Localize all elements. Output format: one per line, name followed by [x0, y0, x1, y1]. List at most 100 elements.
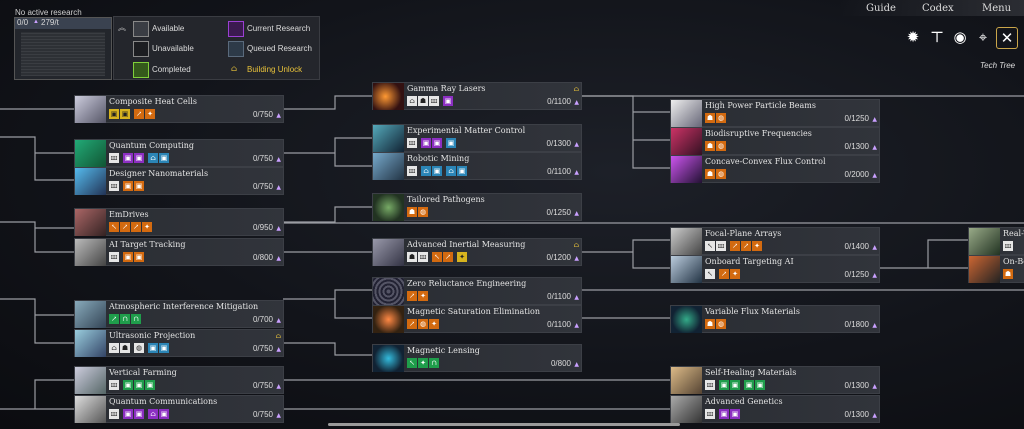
top-nav-bar [840, 0, 1024, 16]
tech-name: Zero Reluctance Engineering [407, 279, 527, 288]
tech-cost: 0/750 [252, 154, 273, 163]
tech-name: Ultrasonic Projection [109, 331, 196, 340]
unlock-icons: ↗∩∩ [109, 314, 145, 325]
tech-node-magnetic-lensing[interactable]: Magnetic Lensing ↖✦∩ 0/800▲ [372, 344, 582, 372]
tech-node-robotic-mining[interactable]: Robotic Mining ш⌂▣⌂▣ 0/1100▲ [372, 152, 582, 180]
tech-thumbnail [373, 153, 404, 180]
tech-node-experimental-matter-control[interactable]: Experimental Matter Control ш▣▣▣ 0/1300▲ [372, 124, 582, 152]
tech-name: Focal-Plane Arrays [705, 229, 782, 238]
collapse-legend-icon[interactable]: ︽ [118, 23, 126, 32]
unlock-icons: ↖↗✦ [705, 269, 744, 280]
tech-node-ai-target-tracking[interactable]: AI Target Tracking ш▣▣ 0/800▲ [74, 238, 284, 266]
tech-node-ultrasonic-projection[interactable]: Ultrasonic Projection ⌂☗◍▣▣ ⌂ 0/750▲ [74, 329, 284, 357]
research-icon: ▲ [872, 144, 877, 151]
unlock-icons: ш▣▣⌂▣ [109, 409, 169, 419]
tech-node-real-t[interactable]: Real-T ш [968, 227, 1024, 255]
guide-link[interactable]: Guide [866, 3, 896, 14]
building-unlock-icon: ⌂ [573, 85, 579, 93]
tech-name: Concave-Convex Flux Control [705, 157, 826, 166]
building-unlock-icon: ⌂ [573, 241, 579, 249]
tech-node-atmospheric-interference[interactable]: Atmospheric Interference Mitigation ↗∩∩ … [74, 300, 284, 328]
research-icon: ▲ [872, 116, 877, 123]
unlock-icons: ⌂☗ш▣ [407, 96, 457, 107]
sun-icon[interactable]: ✹ [906, 28, 920, 46]
tech-node-composite-heat-cells[interactable]: Composite Heat Cells ▣▣↗✦ 0/750▲ [74, 95, 284, 123]
tech-name: Variable Flux Materials [705, 307, 800, 316]
active-research-panel[interactable]: 0/0 ▲ 279/t [14, 17, 112, 80]
tech-node-quantum-communications[interactable]: Quantum Communications ш▣▣⌂▣ 0/750▲ [74, 395, 284, 423]
tech-cost: 0/1100 [547, 167, 571, 176]
codex-link[interactable]: Codex [922, 3, 954, 14]
tech-name: Advanced Genetics [705, 397, 783, 406]
tech-name: Real-T [1003, 229, 1024, 238]
tech-thumbnail [671, 396, 702, 423]
research-status-text: No active research [15, 8, 82, 17]
tech-node-focal-plane-arrays[interactable]: Focal-Plane Arrays ↖ш↗↗✦ 0/1400▲ [670, 227, 880, 255]
tech-node-gamma-ray-lasers[interactable]: Gamma Ray Lasers ⌂☗ш▣ ⌂ 0/1100▲ [372, 82, 582, 110]
research-icon: ▲ [574, 294, 579, 301]
research-icon: ▲ [574, 322, 579, 329]
research-icon: ▲ [574, 99, 579, 106]
tech-thumbnail [671, 228, 702, 255]
tech-name: EmDrives [109, 210, 149, 219]
eye-icon[interactable]: ◉ [953, 28, 967, 46]
tech-name: Experimental Matter Control [407, 126, 526, 135]
tech-legend: ︽ Available Unavailable Completed Curren… [113, 16, 320, 80]
tech-node-on-bo[interactable]: On-Bo ☗ [968, 255, 1024, 283]
unlock-icons: ☗◍ [705, 169, 726, 179]
tech-name: Atmospheric Interference Mitigation [109, 302, 259, 311]
research-icon: ▲ [276, 156, 281, 163]
tech-name: High Power Particle Beams [705, 101, 816, 110]
legend-available-swatch [133, 21, 149, 37]
tech-node-high-power-particle-beams[interactable]: High Power Particle Beams ☗◍ 0/1250▲ [670, 99, 880, 127]
tech-node-designer-nanomaterials[interactable]: Designer Nanomaterials ш▣▣ 0/750▲ [74, 167, 284, 195]
unlock-icons: ☗◍ [705, 141, 726, 151]
hammer-icon[interactable]: ⊤ [929, 28, 945, 46]
unlock-icons: ш▣▣ [109, 252, 144, 262]
tech-node-emdrives[interactable]: EmDrives ↖↗↗✦ 0/950▲ [74, 208, 284, 236]
tech-cost: 0/1200 [546, 253, 571, 262]
research-header: 0/0 ▲ 279/t [15, 18, 111, 29]
legend-queued-swatch [228, 41, 244, 57]
research-icon: ▲ [574, 169, 579, 176]
legend-completed-swatch [133, 62, 149, 78]
tech-node-quantum-computing[interactable]: Quantum Computing ш▣▣⌂▣ 0/750▲ [74, 139, 284, 167]
tech-cost: 0/1250 [844, 270, 869, 279]
tech-thumbnail [373, 345, 404, 372]
tech-node-concave-convex-flux-control[interactable]: Concave-Convex Flux Control ☗◍ 0/2000▲ [670, 155, 880, 183]
tech-node-advanced-inertial-measuring[interactable]: Advanced Inertial Measuring ☗ш↖↗✦ ⌂ 0/12… [372, 238, 582, 266]
tech-node-onboard-targeting-ai[interactable]: Onboard Targeting AI ↖↗✦ 0/1250▲ [670, 255, 880, 283]
horizontal-scrollbar[interactable] [328, 423, 680, 426]
tech-node-advanced-genetics[interactable]: Advanced Genetics ш▣▣ 0/1300▲ [670, 395, 880, 423]
research-count: 0/0 [17, 18, 29, 27]
tech-thumbnail [671, 367, 702, 394]
tech-node-vertical-farming[interactable]: Vertical Farming ш▣▣▣ 0/750▲ [74, 366, 284, 394]
tech-name: Quantum Computing [109, 141, 194, 150]
menu-link[interactable]: Menu [982, 3, 1012, 14]
tech-name: Self-Healing Materials [705, 368, 797, 377]
tech-node-biodisruptive-frequencies[interactable]: Biodisruptive Frequencies ☗◍ 0/1300▲ [670, 127, 880, 155]
unlock-icons: ↗◍✦ [407, 319, 443, 330]
tech-thumbnail [671, 156, 702, 183]
tech-node-variable-flux-materials[interactable]: Variable Flux Materials ☗◍ 0/1800▲ [670, 305, 880, 333]
tech-thumbnail [75, 209, 106, 236]
research-icon: ▲ [276, 184, 281, 191]
research-icon: ▲ [276, 112, 281, 119]
tech-thumbnail [373, 278, 404, 305]
tech-node-self-healing-materials[interactable]: Self-Healing Materials ш▣▣▣▣ 0/1300▲ [670, 366, 880, 394]
tech-node-tailored-pathogens[interactable]: Tailored Pathogens ☗◍ 0/1250▲ [372, 193, 582, 221]
tech-cost: 0/800 [550, 359, 571, 368]
unlock-icons: ш⌂▣⌂▣ [407, 166, 467, 176]
unlock-icons: ш▣▣▣ [109, 380, 155, 390]
tech-thumbnail [75, 168, 106, 195]
tech-thumbnail [373, 83, 404, 110]
tech-node-magnetic-saturation[interactable]: Magnetic Saturation Elimination ↗◍✦ 0/11… [372, 305, 582, 333]
crosshair-icon[interactable]: ⌖ [978, 28, 988, 46]
unlock-icons: ↗✦ [407, 291, 432, 302]
tech-thumbnail [75, 140, 106, 167]
tech-node-zero-reluctance[interactable]: Zero Reluctance Engineering ↗✦ 0/1100▲ [372, 277, 582, 305]
close-icon[interactable]: ✕ [996, 27, 1018, 49]
tech-thumbnail [671, 128, 702, 155]
tech-thumbnail [75, 301, 106, 328]
